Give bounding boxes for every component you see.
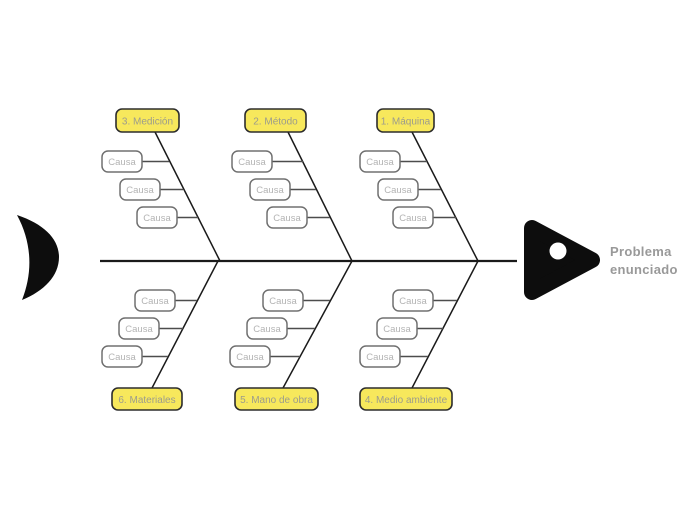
fish-eye-icon	[549, 242, 567, 260]
cause-box[interactable]	[392, 206, 434, 229]
category-label-metodo: 2. Método	[253, 117, 298, 128]
category-label-mano-de-obra: 5. Mano de obra	[240, 395, 313, 406]
category-box-materiales[interactable]	[111, 387, 183, 411]
cause-box[interactable]	[136, 206, 178, 229]
category-box-metodo[interactable]	[244, 108, 307, 133]
cause-label: Causa	[399, 213, 427, 224]
cause-box[interactable]	[392, 289, 434, 312]
cause-label: Causa	[143, 213, 171, 224]
cause-box[interactable]	[262, 289, 304, 312]
cause-label: Causa	[384, 185, 412, 196]
fish-tail-shape	[17, 215, 59, 300]
category-label-medicion: 3. Medición	[122, 117, 173, 128]
cause-label: Causa	[236, 352, 264, 363]
branch-line-metodo	[287, 131, 353, 262]
category-label-maquina: 1. Máquina	[381, 117, 431, 128]
cause-box[interactable]	[246, 317, 288, 340]
cause-box[interactable]	[359, 150, 401, 173]
cause-label: Causa	[125, 324, 153, 335]
cause-label: Causa	[273, 213, 301, 224]
category-box-mano-de-obra[interactable]	[234, 387, 319, 411]
category-label-medio-ambiente: 4. Medio ambiente	[365, 395, 448, 406]
cause-label: Causa	[256, 185, 284, 196]
cause-label: Causa	[366, 352, 394, 363]
cause-box[interactable]	[249, 178, 291, 201]
problem-statement-line1: Problema	[610, 244, 672, 259]
cause-box[interactable]	[377, 178, 419, 201]
cause-box[interactable]	[101, 345, 143, 368]
branch-line-maquina	[411, 131, 479, 262]
branch-line-mano-de-obra	[282, 260, 353, 389]
category-box-maquina[interactable]	[376, 108, 435, 133]
cause-label: Causa	[108, 157, 136, 168]
category-box-medicion[interactable]	[115, 108, 180, 133]
cause-box[interactable]	[134, 289, 176, 312]
cause-label: Causa	[253, 324, 281, 335]
cause-box[interactable]	[119, 178, 161, 201]
branch-line-materiales	[151, 260, 219, 389]
branch-line-medicion	[154, 131, 221, 262]
cause-label: Causa	[126, 185, 154, 196]
cause-box[interactable]	[359, 345, 401, 368]
cause-label: Causa	[383, 324, 411, 335]
cause-box[interactable]	[231, 150, 273, 173]
category-box-medio-ambiente[interactable]	[359, 387, 453, 411]
cause-box[interactable]	[266, 206, 308, 229]
cause-label: Causa	[238, 157, 266, 168]
cause-box[interactable]	[101, 150, 143, 173]
cause-label: Causa	[141, 296, 169, 307]
cause-label: Causa	[269, 296, 297, 307]
category-label-materiales: 6. Materiales	[118, 395, 175, 406]
cause-label: Causa	[366, 157, 394, 168]
cause-label: Causa	[399, 296, 427, 307]
cause-box[interactable]	[376, 317, 418, 340]
cause-box[interactable]	[229, 345, 271, 368]
cause-box[interactable]	[118, 317, 160, 340]
branch-line-medio-ambiente	[411, 260, 479, 389]
fish-head-shape	[524, 220, 600, 300]
cause-label: Causa	[108, 352, 136, 363]
problem-statement-line2: enunciado	[610, 262, 678, 277]
